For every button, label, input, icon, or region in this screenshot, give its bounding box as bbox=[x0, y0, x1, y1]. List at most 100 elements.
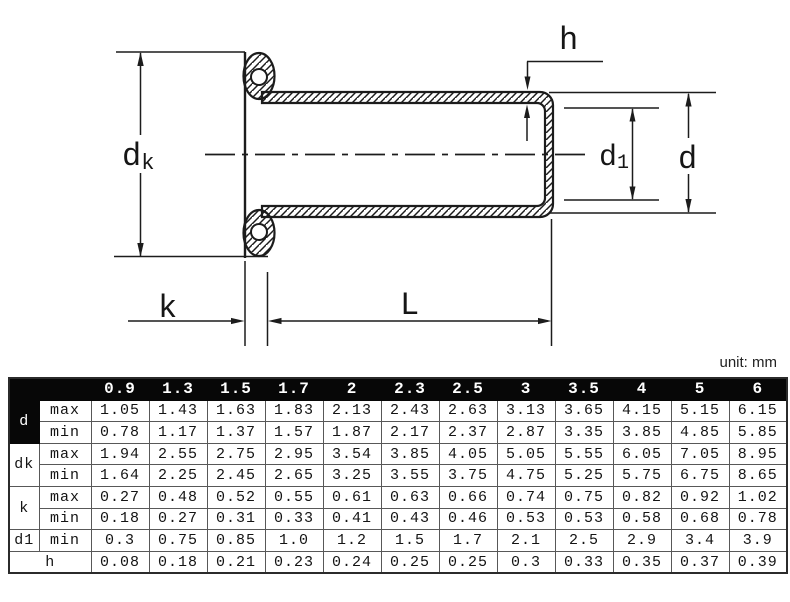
value-cell: 0.78 bbox=[90, 421, 150, 444]
row-sub-label: min bbox=[38, 464, 92, 487]
unit-note: unit: mm bbox=[719, 354, 777, 371]
value-cell: 0.55 bbox=[264, 485, 324, 509]
value-cell: 3.85 bbox=[612, 421, 672, 444]
value-cell: 5.85 bbox=[728, 421, 788, 444]
d-arrow-down-icon bbox=[685, 199, 692, 213]
value-cell: 1.37 bbox=[206, 421, 266, 444]
value-cell: 1.57 bbox=[264, 421, 324, 444]
value-cell: 8.65 bbox=[728, 464, 788, 487]
row-sub-label: max bbox=[38, 485, 92, 509]
value-cell: 2.1 bbox=[496, 529, 556, 552]
value-cell: 3.55 bbox=[380, 464, 440, 487]
eyelet-body bbox=[205, 51, 592, 258]
value-cell: 5.75 bbox=[612, 464, 672, 487]
value-cell: 6.75 bbox=[670, 464, 730, 487]
value-cell: 0.25 bbox=[438, 550, 498, 574]
dk-arrow-up-icon bbox=[137, 52, 144, 66]
value-cell: 0.41 bbox=[322, 507, 382, 531]
row-group-label-d1: d1 bbox=[8, 529, 40, 552]
dim-label-d1: d1 bbox=[599, 141, 629, 175]
value-cell: 0.25 bbox=[380, 550, 440, 574]
value-cell: 0.24 bbox=[322, 550, 382, 574]
k-arrow-right-icon bbox=[231, 317, 245, 325]
value-cell: 2.5 bbox=[554, 529, 614, 552]
value-cell: 2.9 bbox=[612, 529, 672, 552]
technical-drawing: dk h d1 d bbox=[114, 22, 716, 346]
value-cell: 0.85 bbox=[206, 529, 266, 552]
column-header: 4 bbox=[612, 377, 672, 401]
value-cell: 4.15 bbox=[612, 399, 672, 423]
value-cell: 0.68 bbox=[670, 507, 730, 531]
column-header: 2 bbox=[322, 377, 382, 401]
value-cell: 0.35 bbox=[612, 550, 672, 574]
value-cell: 3.65 bbox=[554, 399, 614, 423]
d1-arrow-up-icon bbox=[629, 108, 636, 122]
value-cell: 0.3 bbox=[496, 550, 556, 574]
value-cell: 1.02 bbox=[728, 485, 788, 509]
value-cell: 2.13 bbox=[322, 399, 382, 423]
value-cell: 3.4 bbox=[670, 529, 730, 552]
flange-bulb-bottom-hole bbox=[250, 223, 268, 241]
value-cell: 2.63 bbox=[438, 399, 498, 423]
flange-bulb-top-hole bbox=[250, 68, 268, 86]
value-cell: 1.43 bbox=[148, 399, 208, 423]
value-cell: 0.21 bbox=[206, 550, 266, 574]
column-header: 2.3 bbox=[380, 377, 440, 401]
L-arrow-left-icon bbox=[268, 317, 282, 325]
dimension-k-L: k L bbox=[128, 219, 553, 346]
value-cell: 1.5 bbox=[380, 529, 440, 552]
column-header: 6 bbox=[728, 377, 788, 401]
column-header: 5 bbox=[670, 377, 730, 401]
h-arrow-up-icon bbox=[524, 104, 530, 118]
value-cell: 1.83 bbox=[264, 399, 324, 423]
value-cell: 6.15 bbox=[728, 399, 788, 423]
dim-label-d: d bbox=[678, 141, 697, 178]
d-arrow-up-icon bbox=[685, 92, 692, 107]
column-header: 3 bbox=[496, 377, 556, 401]
row-sub-label: max bbox=[38, 399, 92, 423]
value-cell: 2.37 bbox=[438, 421, 498, 444]
value-cell: 1.87 bbox=[322, 421, 382, 444]
dimension-d: d bbox=[549, 91, 716, 214]
value-cell: 3.25 bbox=[322, 464, 382, 487]
value-cell: 0.92 bbox=[670, 485, 730, 509]
value-cell: 2.95 bbox=[264, 442, 324, 466]
value-cell: 1.64 bbox=[90, 464, 150, 487]
value-cell: 0.53 bbox=[496, 507, 556, 531]
value-cell: 1.94 bbox=[90, 442, 150, 466]
d1-arrow-down-icon bbox=[629, 186, 636, 200]
row-sub-label: max bbox=[38, 442, 92, 466]
value-cell: 0.74 bbox=[496, 485, 556, 509]
value-cell: 0.08 bbox=[90, 550, 150, 574]
value-cell: 2.87 bbox=[496, 421, 556, 444]
value-cell: 3.9 bbox=[728, 529, 788, 552]
value-cell: 1.05 bbox=[90, 399, 150, 423]
value-cell: 3.85 bbox=[380, 442, 440, 466]
value-cell: 0.75 bbox=[554, 485, 614, 509]
value-cell: 0.33 bbox=[264, 507, 324, 531]
value-cell: 4.85 bbox=[670, 421, 730, 444]
column-header: 2.5 bbox=[438, 377, 498, 401]
dimension-dk: dk bbox=[114, 51, 268, 258]
row-group-label-h: h bbox=[8, 550, 92, 574]
value-cell: 4.75 bbox=[496, 464, 556, 487]
value-cell: 0.75 bbox=[148, 529, 208, 552]
value-cell: 3.13 bbox=[496, 399, 556, 423]
value-cell: 5.15 bbox=[670, 399, 730, 423]
h-arrow-down-icon bbox=[524, 76, 531, 90]
value-cell: 0.61 bbox=[322, 485, 382, 509]
value-cell: 1.17 bbox=[148, 421, 208, 444]
value-cell: 0.63 bbox=[380, 485, 440, 509]
value-cell: 0.48 bbox=[148, 485, 208, 509]
value-cell: 0.58 bbox=[612, 507, 672, 531]
